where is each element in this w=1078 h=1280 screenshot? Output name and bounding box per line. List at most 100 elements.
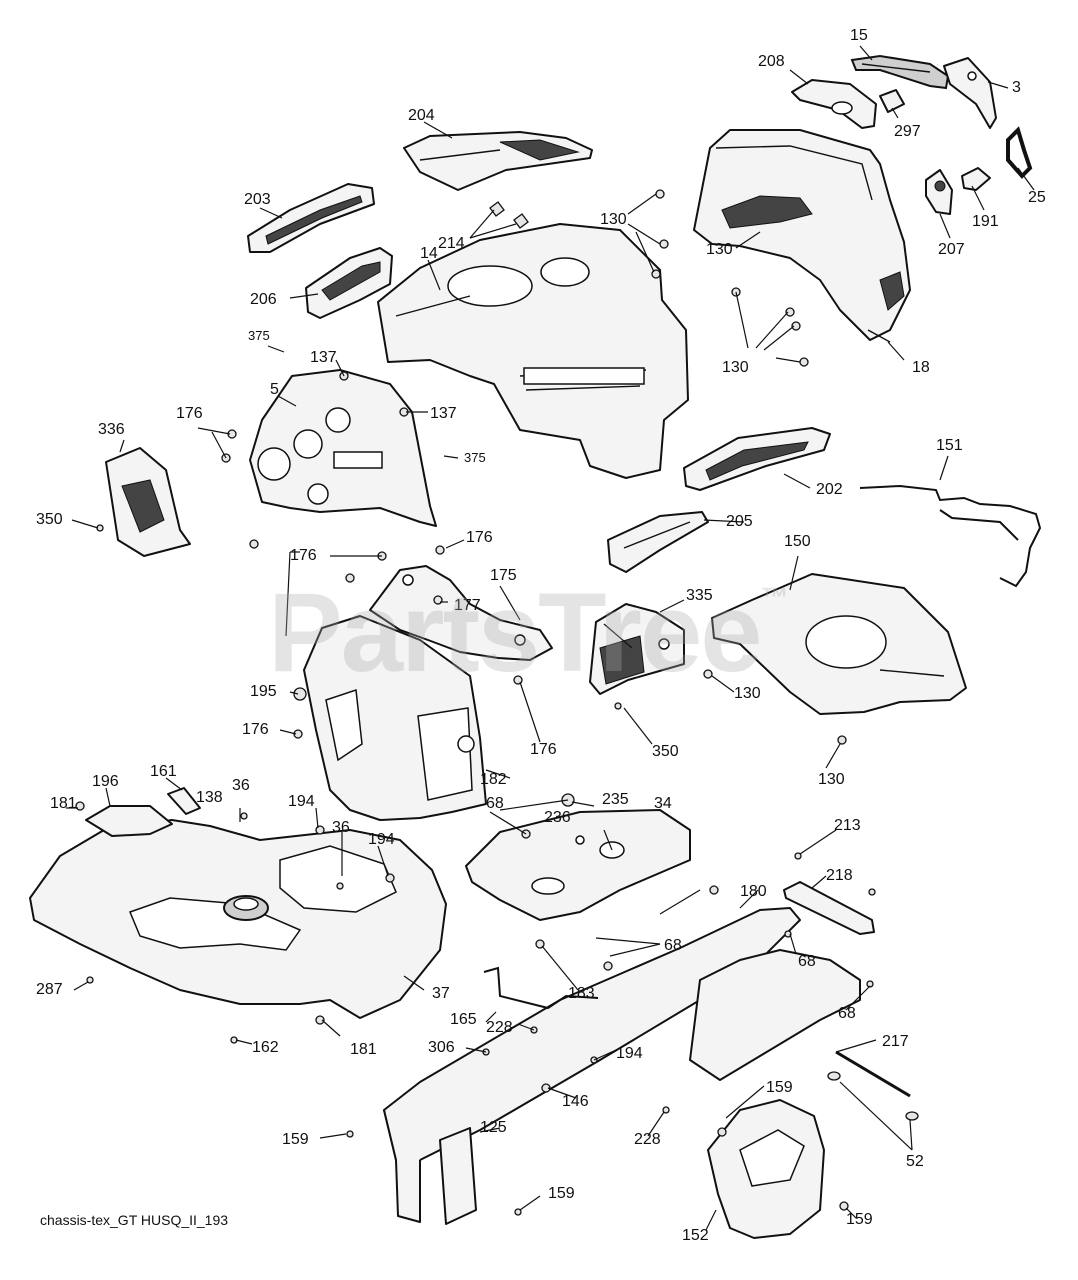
- callout-194-c[interactable]: 194: [616, 1045, 643, 1062]
- callout-159-b[interactable]: 159: [766, 1079, 793, 1096]
- callout-130-d[interactable]: 130: [734, 685, 761, 702]
- part-335-side-panel[interactable]: [589, 603, 685, 695]
- callout-228-a[interactable]: 228: [486, 1019, 513, 1036]
- part-205-vent[interactable]: [607, 511, 709, 573]
- part-217-rod[interactable]: [827, 1050, 919, 1121]
- part-180-frame[interactable]: [383, 907, 861, 1225]
- callout-375-a[interactable]: 375: [248, 328, 270, 343]
- callout-235[interactable]: 235: [602, 791, 629, 808]
- part-15-lens[interactable]: [850, 54, 950, 90]
- callout-194-b[interactable]: 194: [368, 831, 395, 848]
- part-34-plate[interactable]: [465, 809, 691, 921]
- callout-194-a[interactable]: 194: [288, 793, 315, 810]
- part-191-clip[interactable]: [961, 167, 991, 191]
- callout-130-e[interactable]: 130: [818, 771, 845, 788]
- callout-68-b[interactable]: 68: [664, 937, 682, 954]
- callout-350-b[interactable]: 350: [652, 743, 679, 760]
- callout-336[interactable]: 336: [98, 421, 125, 438]
- callout-196[interactable]: 196: [92, 773, 119, 790]
- callout-207[interactable]: 207: [938, 241, 965, 258]
- callout-350-a[interactable]: 350: [36, 511, 63, 528]
- callout-213[interactable]: 213: [834, 817, 861, 834]
- part-150-plate[interactable]: [711, 573, 967, 715]
- callout-161[interactable]: 161: [150, 763, 177, 780]
- callout-36-b[interactable]: 36: [332, 819, 350, 836]
- callout-208[interactable]: 208: [758, 53, 785, 70]
- callout-176-c[interactable]: 176: [290, 547, 317, 564]
- callout-205[interactable]: 205: [726, 513, 753, 530]
- part-182-housing[interactable]: [303, 615, 487, 821]
- callout-204[interactable]: 204: [408, 107, 435, 124]
- part-18-front-grille[interactable]: [693, 129, 911, 343]
- callout-68-a[interactable]: 68: [486, 795, 504, 812]
- part-204-hood-panel[interactable]: [403, 131, 593, 191]
- callout-152[interactable]: 152: [682, 1227, 709, 1244]
- callout-68-d[interactable]: 68: [838, 1005, 856, 1022]
- callout-137-b[interactable]: 137: [430, 405, 457, 422]
- part-152-step[interactable]: [707, 1099, 825, 1239]
- part-25-seal[interactable]: [1006, 126, 1033, 179]
- callout-159-a[interactable]: 159: [282, 1131, 309, 1148]
- callout-177[interactable]: 177: [454, 597, 481, 614]
- part-206-grille[interactable]: [305, 247, 393, 319]
- part-151-bracket[interactable]: [859, 484, 1042, 588]
- callout-125[interactable]: 125: [480, 1119, 507, 1136]
- callout-217[interactable]: 217: [882, 1033, 909, 1050]
- callout-138[interactable]: 138: [196, 789, 223, 806]
- part-202-grille[interactable]: [683, 427, 831, 491]
- callout-137-a[interactable]: 137: [310, 349, 337, 366]
- callout-176-a[interactable]: 176: [176, 405, 203, 422]
- callout-18[interactable]: 18: [912, 359, 930, 376]
- callout-287[interactable]: 287: [36, 981, 63, 998]
- callout-3[interactable]: 3: [1012, 79, 1021, 96]
- callout-218[interactable]: 218: [826, 867, 853, 884]
- callout-206[interactable]: 206: [250, 291, 277, 308]
- part-208-trim[interactable]: [791, 79, 877, 129]
- callout-175[interactable]: 175: [490, 567, 517, 584]
- callout-195[interactable]: 195: [250, 683, 277, 700]
- callout-176-b[interactable]: 176: [466, 529, 493, 546]
- callout-182[interactable]: 182: [480, 771, 507, 788]
- callout-68-c[interactable]: 68: [798, 953, 816, 970]
- callout-228-b[interactable]: 228: [634, 1131, 661, 1148]
- callout-297[interactable]: 297: [894, 123, 921, 140]
- callout-25[interactable]: 25: [1028, 189, 1046, 206]
- part-14-hood[interactable]: [377, 223, 689, 479]
- callout-162[interactable]: 162: [252, 1039, 279, 1056]
- callout-151[interactable]: 151: [936, 437, 963, 454]
- callout-15[interactable]: 15: [850, 27, 868, 44]
- callout-176-d[interactable]: 176: [242, 721, 269, 738]
- part-161-clip[interactable]: [167, 787, 201, 815]
- callout-52[interactable]: 52: [906, 1153, 924, 1170]
- callout-180[interactable]: 180: [740, 883, 767, 900]
- callout-191[interactable]: 191: [972, 213, 999, 230]
- part-203-grille[interactable]: [247, 183, 375, 253]
- callout-130-b[interactable]: 130: [706, 241, 733, 258]
- callout-176-e[interactable]: 176: [530, 741, 557, 758]
- callout-236[interactable]: 236: [544, 809, 571, 826]
- callout-14[interactable]: 14: [420, 245, 438, 262]
- part-218-bracket[interactable]: [783, 881, 875, 935]
- part-336-side-panel[interactable]: [105, 447, 191, 557]
- callout-130-c[interactable]: 130: [722, 359, 749, 376]
- part-165-rod[interactable]: [483, 966, 599, 1010]
- callout-306[interactable]: 306: [428, 1039, 455, 1056]
- callout-181-a[interactable]: 181: [50, 795, 77, 812]
- callout-202[interactable]: 202: [816, 481, 843, 498]
- callout-183[interactable]: 183: [568, 985, 595, 1002]
- callout-375-b[interactable]: 375: [464, 450, 486, 465]
- callout-159-d[interactable]: 159: [846, 1211, 873, 1228]
- callout-335[interactable]: 335: [686, 587, 713, 604]
- callout-159-c[interactable]: 159: [548, 1185, 575, 1202]
- part-207-knob[interactable]: [925, 169, 953, 215]
- callout-5[interactable]: 5: [270, 381, 279, 398]
- callout-34[interactable]: 34: [654, 795, 672, 812]
- callout-130-a[interactable]: 130: [600, 211, 627, 228]
- part-5-dash-panel[interactable]: [249, 369, 437, 527]
- callout-203[interactable]: 203: [244, 191, 271, 208]
- callout-165[interactable]: 165: [450, 1011, 477, 1028]
- part-297-clip[interactable]: [879, 89, 905, 113]
- part-214-fastener[interactable]: [489, 201, 529, 229]
- callout-214[interactable]: 214: [438, 235, 465, 252]
- callout-37[interactable]: 37: [432, 985, 450, 1002]
